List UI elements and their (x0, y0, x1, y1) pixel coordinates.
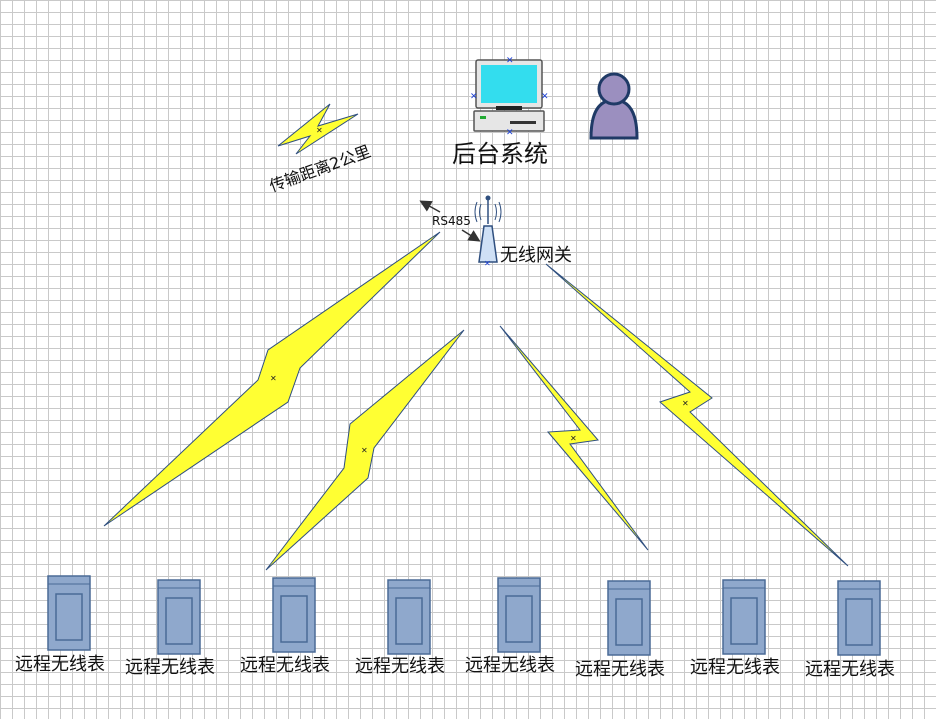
meter-unit-1 (47, 575, 91, 651)
svg-text:✕: ✕ (270, 374, 277, 383)
rs485-label: RS485 (432, 214, 471, 228)
lightning-bolt-1 (103, 231, 441, 527)
meter-label-4: 远程无线表 (355, 656, 445, 677)
small-lightning-icon (277, 103, 359, 155)
svg-text:✕: ✕ (682, 399, 689, 408)
gateway-antenna-icon (474, 195, 502, 263)
backend-label: 后台系统 (452, 140, 548, 168)
meter-unit-8 (837, 580, 881, 656)
meter-unit-6 (607, 580, 651, 656)
computer-icon (473, 59, 545, 132)
svg-text:✕: ✕ (470, 92, 478, 102)
rs485-arrow-down (461, 229, 481, 242)
meter-label-6: 远程无线表 (575, 659, 665, 680)
svg-text:✕: ✕ (316, 126, 323, 135)
meter-unit-2 (157, 579, 201, 655)
gateway-selection-handle: ✕ (484, 259, 491, 268)
meter-label-2: 远程无线表 (125, 657, 215, 678)
bolt-selection-handles: ✕ ✕ ✕ ✕ ✕ (270, 126, 689, 455)
meter-unit-3 (272, 577, 316, 653)
meter-label-7: 远程无线表 (690, 657, 780, 678)
computer-selection-handles: ✕ ✕ ✕ ✕ (470, 56, 549, 138)
meter-label-8: 远程无线表 (805, 659, 895, 680)
svg-text:✕: ✕ (541, 92, 549, 102)
meter-unit-5 (497, 577, 541, 653)
lightning-bolt-2 (265, 329, 465, 571)
svg-text:✕: ✕ (361, 446, 368, 455)
meter-unit-7 (722, 579, 766, 655)
lightning-bolt-4 (545, 263, 849, 567)
svg-text:✕: ✕ (570, 434, 577, 443)
meter-unit-4 (387, 579, 431, 655)
svg-text:✕: ✕ (506, 56, 514, 66)
lightning-bolt-3 (499, 325, 649, 551)
meter-label-5: 远程无线表 (465, 655, 555, 676)
gateway-label: 无线网关 (500, 245, 572, 266)
person-icon (589, 72, 639, 140)
meter-label-3: 远程无线表 (240, 655, 330, 676)
svg-text:✕: ✕ (506, 128, 514, 138)
distance-label: 传输距离2公里 (267, 142, 373, 196)
meter-label-1: 远程无线表 (15, 654, 105, 675)
rs485-arrow-up (419, 200, 441, 213)
